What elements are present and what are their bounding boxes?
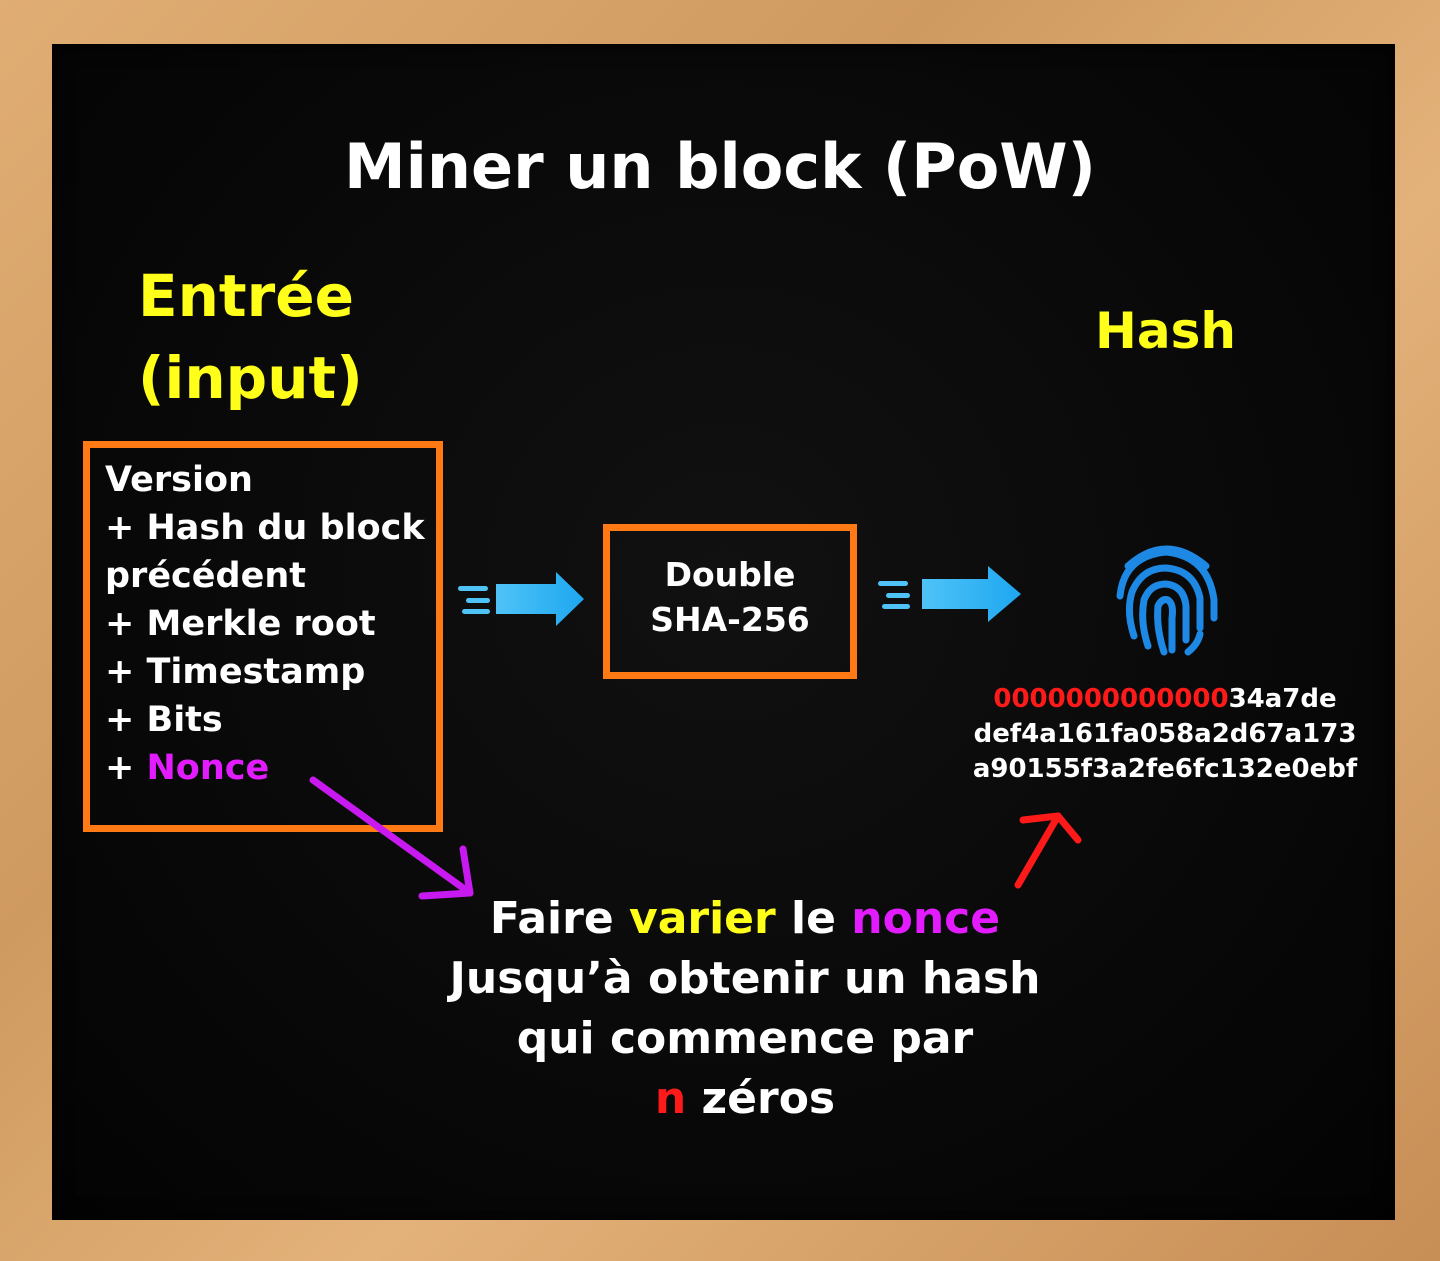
zeros-pointer-arrow	[1014, 812, 1082, 889]
field-bits: + Bits	[105, 700, 223, 740]
hash-heading: Hash	[1095, 302, 1236, 360]
process-line2: SHA-256	[650, 600, 810, 639]
field-prev-hash: + Hash du block	[105, 508, 425, 548]
process-line1: Double	[664, 555, 796, 594]
caption-line3: qui commence par	[516, 1013, 974, 1064]
field-merkle-root: + Merkle root	[105, 604, 376, 644]
input-heading-line2: (input)	[138, 344, 363, 412]
hash-line1-rest: 34a7de	[1228, 684, 1337, 714]
field-prev-hash-cont: précédent	[105, 556, 306, 596]
caption-line4: n zéros	[0, 1073, 1440, 1124]
caption-n: n	[654, 1073, 687, 1124]
right-arrow-icon	[458, 572, 584, 626]
sha256-box	[603, 524, 857, 679]
field-version: Version	[105, 460, 253, 500]
right-arrow-icon	[878, 566, 1021, 622]
hash-line3: a90155f3a2fe6fc132e0ebf	[972, 754, 1358, 784]
input-box	[83, 441, 443, 832]
caption-zeros: zéros	[686, 1073, 836, 1124]
caption-text: Faire	[489, 893, 630, 944]
caption-nonce: nonce	[851, 893, 1001, 944]
nonce-pointer-arrow	[309, 776, 474, 900]
nonce-label: Nonce	[146, 748, 270, 788]
caption-text: le	[775, 893, 852, 944]
page-title: Miner un block (PoW)	[343, 130, 1097, 203]
caption-varier: varier	[629, 893, 776, 944]
caption-line2: Jusqu’à obtenir un hash	[449, 953, 1041, 1004]
hash-line1: 000000000000034a7de	[960, 684, 1370, 714]
hash-line2: def4a161fa058a2d67a173	[973, 719, 1357, 749]
fingerprint-icon	[1116, 545, 1218, 656]
input-heading-line1: Entrée	[138, 262, 354, 330]
caption-line1: Faire varier le nonce	[0, 893, 1440, 944]
field-nonce-prefix: +	[105, 748, 147, 788]
hash-leading-zeros: 0000000000000	[993, 684, 1229, 714]
field-timestamp: + Timestamp	[105, 652, 366, 692]
field-nonce: + Nonce	[105, 748, 269, 788]
